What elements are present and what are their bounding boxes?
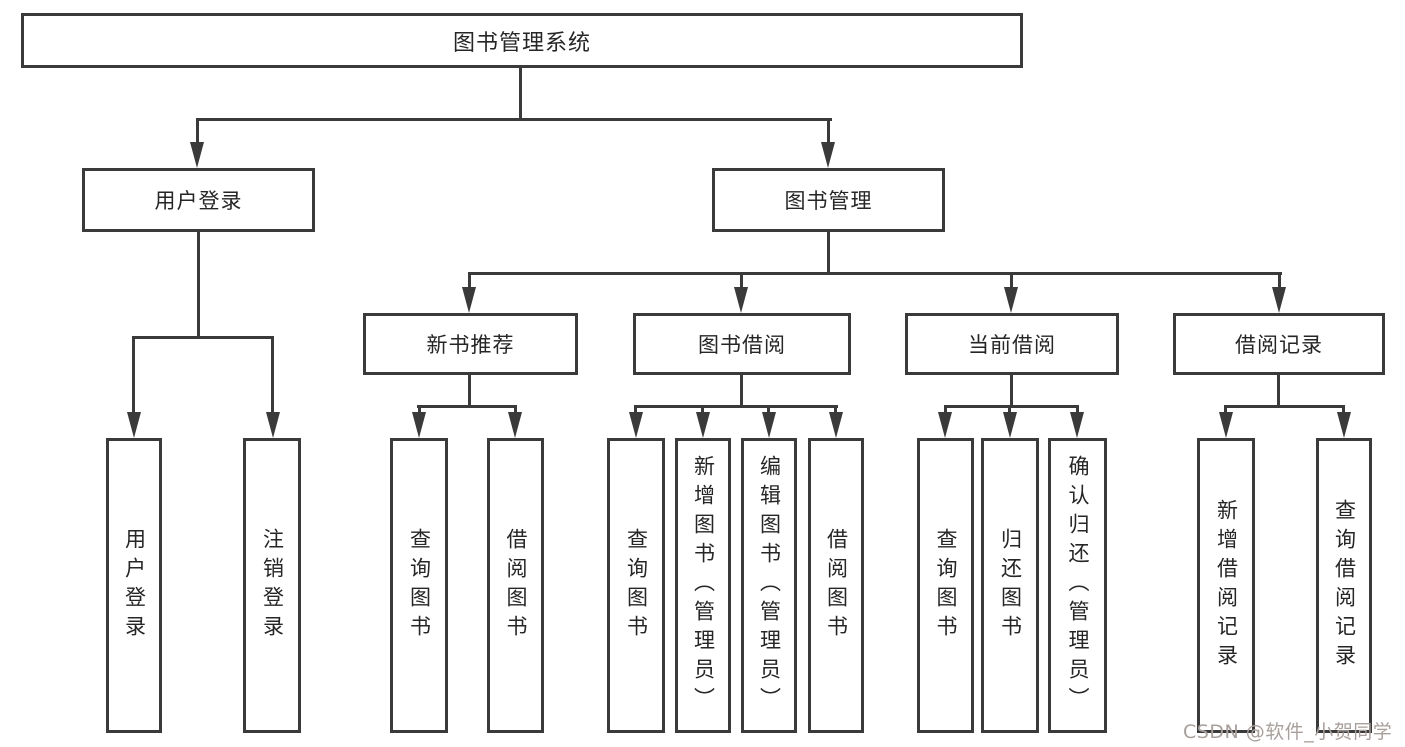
connector-bookmgmt-stem: [827, 232, 830, 274]
watermark-csdn: CSDN @软件_小贺同学: [1183, 721, 1393, 743]
leaf-label: 借阅图书: [824, 527, 849, 644]
connector-newbook-drop: [514, 407, 517, 414]
leaf-query-books-borrowing: 查询图书: [607, 438, 665, 733]
leaf-label: 查询借阅记录: [1332, 498, 1357, 673]
node-book-management: 图书管理: [712, 168, 945, 232]
connector-records-stem: [1277, 375, 1280, 407]
connector-userlogin-drop: [132, 338, 135, 414]
connector-borrowing-drop: [767, 407, 770, 414]
leaf-user-login: 用户登录: [106, 438, 162, 733]
arrow-down-icon: [266, 412, 280, 438]
arrow-down-icon: [734, 287, 748, 313]
connector-bookmgmt-drop: [740, 274, 743, 288]
connector-bookmgmt-rail: [468, 272, 1282, 275]
connector-root-stem: [519, 68, 522, 121]
connector-bookmgmt-drop: [468, 274, 471, 288]
connector-root-rail: [196, 118, 832, 121]
leaf-borrow-books-recommend: 借阅图书: [487, 438, 544, 733]
connector-current-drop: [1076, 407, 1079, 414]
leaf-label: 用户登录: [122, 527, 147, 644]
node-label: 当前借阅: [968, 333, 1056, 357]
arrow-down-icon: [821, 142, 835, 168]
leaf-label: 归还图书: [998, 527, 1023, 644]
connector-root-drop-right: [827, 120, 830, 146]
connector-borrowing-stem: [740, 375, 743, 407]
connector-borrowing-rail: [634, 405, 838, 408]
leaf-borrow-books: 借阅图书: [808, 438, 864, 733]
connector-records-drop: [1224, 407, 1227, 414]
connector-current-rail: [944, 405, 1079, 408]
leaf-confirm-return-admin: 确认归还（管理员）: [1048, 438, 1107, 733]
arrow-down-icon: [1003, 412, 1017, 438]
connector-newbook-rail: [417, 405, 517, 408]
leaf-label: 查询图书: [624, 527, 649, 644]
leaf-label: 查询图书: [934, 527, 958, 644]
connector-current-drop: [944, 407, 947, 414]
leaf-label: 编辑图书（管理员）: [757, 455, 782, 716]
node-label: 图书借阅: [698, 333, 786, 357]
node-library-management-system: 图书管理系统: [21, 13, 1023, 68]
connector-newbook-stem: [468, 375, 471, 407]
leaf-label: 借阅图书: [504, 527, 528, 644]
node-current-borrowing: 当前借阅: [905, 313, 1119, 375]
leaf-query-books-recommend: 查询图书: [390, 438, 448, 733]
connector-newbook-drop: [418, 407, 421, 414]
node-book-borrowing: 图书借阅: [633, 313, 851, 375]
node-label: 图书管理系统: [452, 30, 591, 56]
leaf-label: 确认归还（管理员）: [1066, 455, 1090, 716]
arrow-down-icon: [1272, 287, 1286, 313]
arrow-down-icon: [127, 412, 141, 438]
leaf-label: 新增借阅记录: [1214, 498, 1239, 673]
node-label: 图书管理: [784, 189, 873, 213]
leaf-logout: 注销登录: [243, 438, 301, 733]
node-label: 用户登录: [154, 189, 243, 213]
connector-records-drop: [1342, 407, 1345, 414]
connector-current-drop: [1008, 407, 1011, 414]
node-new-book-recommendation: 新书推荐: [363, 313, 578, 375]
arrow-down-icon: [412, 412, 426, 438]
connector-current-stem: [1010, 375, 1013, 407]
node-label: 借阅记录: [1235, 333, 1323, 357]
arrow-down-icon: [190, 142, 204, 168]
arrow-down-icon: [762, 412, 776, 438]
leaf-label: 新增图书（管理员）: [691, 455, 716, 716]
connector-root-drop-left: [196, 120, 199, 146]
arrow-down-icon: [829, 412, 843, 438]
connector-bookmgmt-drop: [1010, 274, 1013, 288]
connector-userlogin-drop: [271, 338, 274, 414]
arrow-down-icon: [462, 287, 476, 313]
leaf-edit-book-admin: 编辑图书（管理员）: [741, 438, 797, 733]
connector-borrowing-drop: [634, 407, 637, 414]
node-borrowing-records: 借阅记录: [1173, 313, 1385, 375]
connector-records-rail: [1224, 405, 1345, 408]
arrow-down-icon: [1004, 287, 1018, 313]
node-label: 新书推荐: [426, 333, 515, 357]
leaf-add-book-admin: 新增图书（管理员）: [675, 438, 731, 733]
connector-borrowing-drop: [834, 407, 837, 414]
leaf-add-borrow-record: 新增借阅记录: [1197, 438, 1255, 733]
leaf-return-books: 归还图书: [981, 438, 1039, 733]
arrow-down-icon: [938, 412, 952, 438]
arrow-down-icon: [629, 412, 643, 438]
node-user-login: 用户登录: [82, 168, 315, 232]
arrow-down-icon: [1337, 412, 1351, 438]
leaf-query-books-current: 查询图书: [917, 438, 974, 733]
connector-userlogin-stem: [197, 232, 200, 338]
connector-bookmgmt-drop: [1278, 274, 1281, 288]
leaf-label: 注销登录: [260, 527, 285, 644]
arrow-down-icon: [1070, 412, 1084, 438]
leaf-query-borrow-record: 查询借阅记录: [1316, 438, 1372, 733]
arrow-down-icon: [696, 412, 710, 438]
arrow-down-icon: [1219, 412, 1233, 438]
arrow-down-icon: [508, 412, 522, 438]
leaf-label: 查询图书: [407, 527, 432, 644]
connector-userlogin-rail: [132, 336, 274, 339]
connector-borrowing-drop: [701, 407, 704, 414]
